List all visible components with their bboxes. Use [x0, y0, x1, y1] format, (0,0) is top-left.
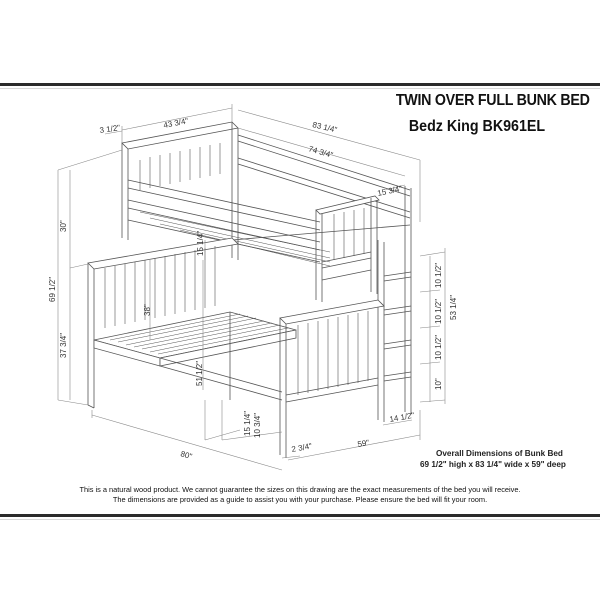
dim-lower-floor-clearance: 15 1/4" [243, 411, 252, 436]
drawing-title: TWIN OVER FULL BUNK BED [396, 92, 590, 109]
dim-ladder-step-1: 10 1/2" [434, 263, 443, 288]
dim-lower-post-width: 2 3/4" [291, 441, 313, 453]
overall-dimensions: Overall Dimensions of Bunk Bed 69 1/2" h… [420, 448, 566, 470]
dim-overall-length: 83 1/4" [312, 120, 339, 134]
dim-lower-section-height: 37 3/4" [59, 333, 68, 358]
top-border-rule [0, 83, 600, 86]
dim-lower-headboard-panel: 38" [143, 304, 152, 316]
dim-ladder-step-2: 10 1/2" [434, 299, 443, 324]
dim-ladder-step-4: 10" [434, 378, 443, 390]
dim-upper-section-height: 30" [59, 220, 68, 232]
dim-ladder-height: 53 1/4" [449, 295, 458, 320]
dim-top-guard-height: 15 3/4" [377, 184, 404, 198]
dim-top-rail-length: 74 3/4" [307, 144, 334, 160]
dim-bottom-length: 80" [179, 449, 193, 461]
dim-ladder-depth: 14 1/2" [389, 411, 415, 424]
dim-lower-rail-height: 10 3/4" [253, 413, 262, 438]
disclaimer: This is a natural wood product. We canno… [0, 485, 600, 505]
dim-top-end-width: 43 3/4" [163, 116, 189, 130]
disclaimer-line-2: The dimensions are provided as a guide t… [112, 495, 488, 504]
dim-under-top-bunk-clearance: 15 1/4" [196, 231, 205, 256]
dim-depth: 59" [357, 438, 370, 449]
bottom-border-thin [0, 519, 600, 520]
dim-post-width: 3 1/2" [99, 123, 121, 135]
dim-ladder-step-3: 10 1/2" [434, 335, 443, 360]
drawing-subtitle: Bedz King BK961EL [408, 118, 545, 135]
overall-dimensions-heading: Overall Dimensions of Bunk Bed [436, 449, 563, 458]
overall-dimensions-values: 69 1/2" high x 83 1/4" wide x 59" deep [420, 460, 566, 469]
bottom-border-rule [0, 514, 600, 517]
dim-overall-height: 69 1/2" [48, 277, 57, 302]
top-border-thin [0, 88, 600, 89]
dim-lower-bunk-width: 51 1/2" [195, 361, 204, 386]
disclaimer-line-1: This is a natural wood product. We canno… [79, 485, 521, 494]
